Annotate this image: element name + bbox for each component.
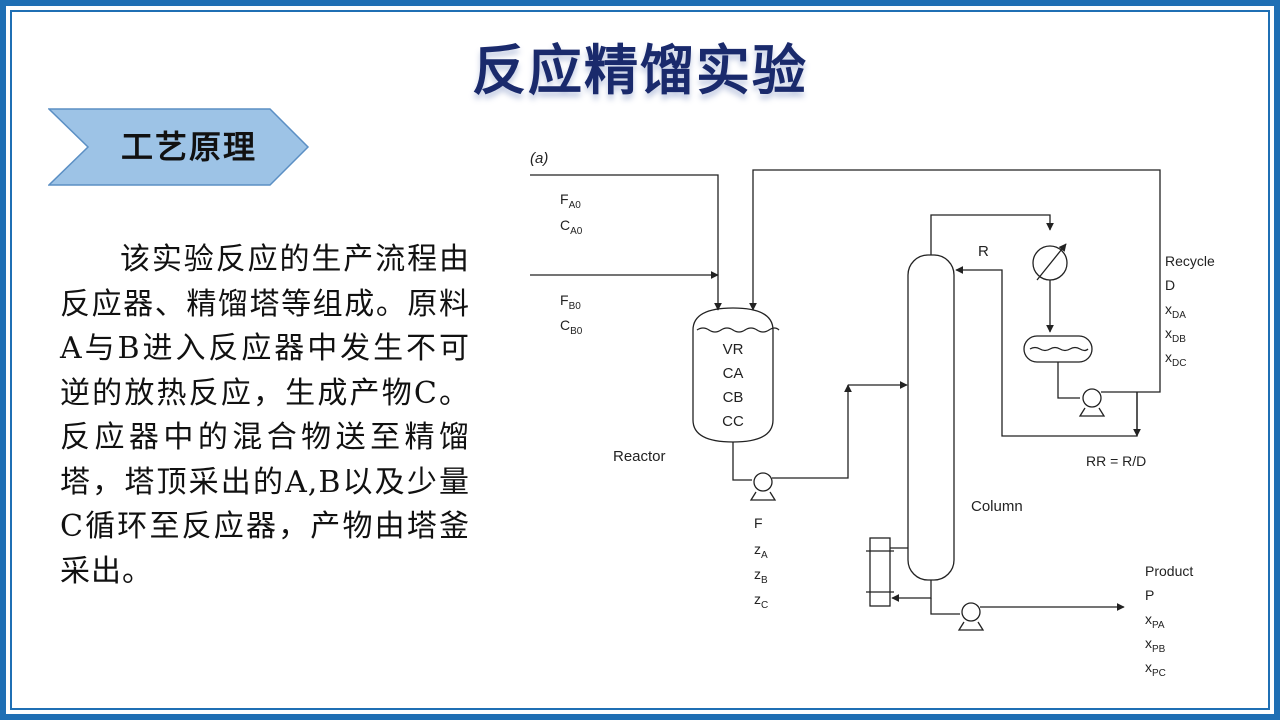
distillate-recycle-line <box>1101 380 1161 393</box>
reflux-ratio-label: RR = R/D <box>1086 453 1146 469</box>
reactor-var-cc: CC <box>722 413 744 430</box>
reflux-drum <box>1023 335 1093 363</box>
feed-a-flow-label: FA0 <box>560 191 581 211</box>
feed-a-line <box>530 174 722 311</box>
bottoms-line <box>930 598 960 615</box>
drum-outlet-line <box>1057 362 1080 399</box>
process-flow-diagram: (a) FA0 CA0 FB0 CB0 VR CA CB CC Reactor … <box>530 150 1215 679</box>
product-xpa-label: xPA <box>1145 611 1165 631</box>
recycle-xdb-label: xDB <box>1165 325 1186 345</box>
product-pump-icon <box>961 602 981 622</box>
reactor-liquid-level <box>696 327 780 333</box>
reactor-outlet-zc-label: zC <box>754 591 768 611</box>
chevron-tag-shape <box>48 108 310 186</box>
reactor-pump-base <box>749 491 777 501</box>
product-xpb-label: xPB <box>1145 635 1166 655</box>
distillation-column <box>907 254 955 581</box>
slide-title: 反应精馏实验 <box>472 38 808 102</box>
reactor-pump-icon <box>753 472 773 492</box>
recycle-symbol: D <box>1165 277 1175 293</box>
reboiler-feed-line <box>891 580 932 602</box>
reactor-outlet-za-label: zA <box>754 541 768 561</box>
column-feed-line <box>772 384 852 479</box>
reactor-var-ca: CA <box>723 365 744 382</box>
reflux-pump-base <box>1078 407 1106 417</box>
reboiler-tubes <box>866 550 894 593</box>
reactor-var-cb: CB <box>723 389 744 406</box>
product-xpc-label: xPC <box>1145 659 1166 679</box>
condenser-control-arrow <box>1036 243 1067 281</box>
feed-a-conc-label: CA0 <box>560 217 583 237</box>
section-tag-label: 工艺原理 <box>120 128 257 166</box>
feed-b-conc-label: CB0 <box>560 317 583 337</box>
panel-label: (a) <box>530 150 548 167</box>
reactor-outlet-flow-label: F <box>754 515 763 531</box>
reactor-vessel <box>692 307 774 443</box>
product-symbol: P <box>1145 587 1154 603</box>
process-description: 该实验反应的生产流程由反应器、精馏塔等组成。原料A与B进入反应器中发生不可逆的放… <box>60 242 470 589</box>
reflux-label: R <box>978 243 989 260</box>
recycle-xda-label: xDA <box>1165 301 1186 321</box>
slide-inner-frame <box>10 10 1270 710</box>
reactor-outlet-line <box>732 442 752 481</box>
section-tag: 工艺原理 <box>48 108 310 186</box>
product-title: Product <box>1145 563 1193 579</box>
reflux-line <box>955 266 1138 437</box>
product-pump-base <box>957 621 985 631</box>
reactor-label: Reactor <box>613 448 666 465</box>
recycle-xdc-label: xDC <box>1165 349 1186 369</box>
recycle-title: Recycle <box>1165 253 1215 269</box>
reactor-var-vr: VR <box>723 341 744 358</box>
reboiler <box>869 537 891 607</box>
feed-b-flow-label: FB0 <box>560 292 581 312</box>
overhead-vapor-line <box>930 214 1054 255</box>
reflux-pump-icon <box>1082 388 1102 408</box>
reactor-outlet-zb-label: zB <box>754 566 768 586</box>
reflux-drum-level <box>1029 346 1089 352</box>
column-label: Column <box>971 498 1023 515</box>
recycle-line <box>749 169 1161 380</box>
